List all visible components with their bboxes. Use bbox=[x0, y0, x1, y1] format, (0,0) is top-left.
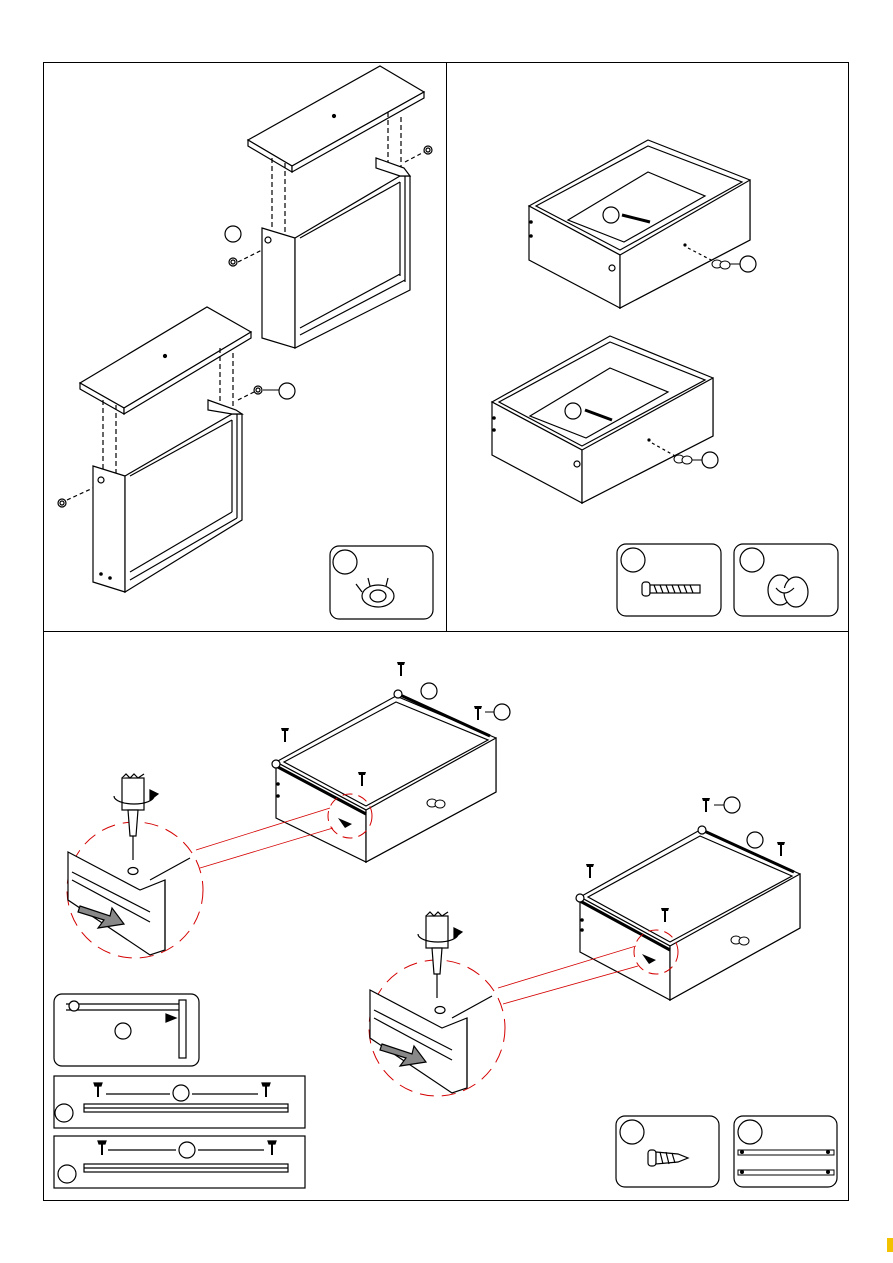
drawer-lower bbox=[492, 336, 713, 503]
part-box-slide bbox=[734, 1116, 837, 1187]
upper-carcass-assembly bbox=[229, 66, 432, 348]
drawer-knob-icon bbox=[768, 575, 808, 607]
callout-bubble-upper bbox=[225, 226, 241, 242]
knob-right-drawer bbox=[731, 936, 749, 945]
lower-carcass-assembly bbox=[58, 307, 262, 592]
screwdriver-icon bbox=[418, 912, 462, 998]
knob-upper bbox=[712, 260, 730, 269]
part-box-cam-lock bbox=[330, 546, 433, 619]
knob-left-drawer bbox=[427, 799, 445, 808]
screwdriver-icon bbox=[114, 774, 158, 860]
slide-rail-box-b bbox=[54, 1136, 305, 1188]
page-edge-marker bbox=[887, 1238, 893, 1252]
knob-lower bbox=[674, 455, 692, 464]
part-box-bolt bbox=[617, 544, 721, 616]
slide-detail-box bbox=[54, 994, 199, 1066]
part-box-screw bbox=[616, 1116, 719, 1187]
part-box-knob bbox=[734, 544, 838, 616]
callout-bubble-lower bbox=[263, 383, 295, 399]
slide-rail-box-a bbox=[54, 1076, 305, 1128]
drawer-upper bbox=[529, 140, 750, 308]
